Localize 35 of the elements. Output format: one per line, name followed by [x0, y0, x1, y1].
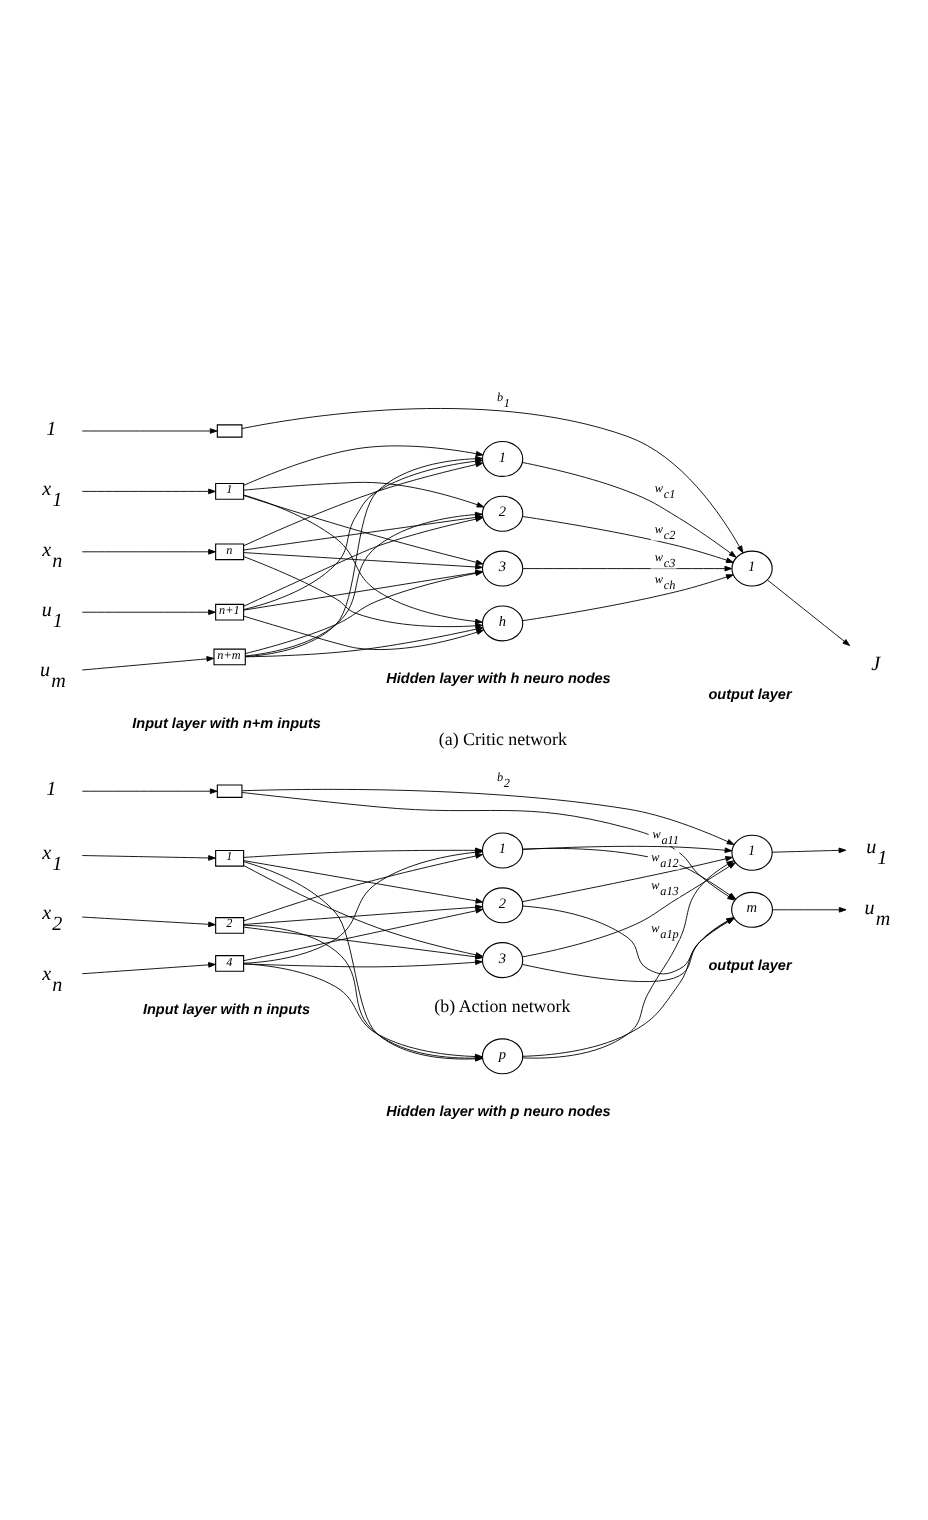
arrow: [771, 846, 847, 853]
arrow: [522, 573, 734, 621]
arrow: [81, 961, 216, 974]
arrow: [243, 568, 484, 610]
arrow: [81, 548, 216, 554]
arrow: [243, 958, 483, 967]
arrow: [243, 852, 483, 921]
arrow: [243, 859, 484, 903]
arrow: [81, 608, 216, 614]
arrow: [245, 625, 484, 657]
arrow: [522, 564, 733, 571]
arrow: [243, 551, 483, 569]
arrow: [241, 407, 744, 553]
node-box: [216, 783, 243, 797]
arrow: [81, 427, 218, 433]
arrow: [81, 487, 216, 494]
arrow: [243, 903, 483, 924]
arrow: [81, 854, 216, 860]
arrow: [522, 461, 737, 557]
arrow: [243, 555, 483, 628]
node-text: 1: [46, 778, 57, 801]
arrow: [522, 904, 735, 974]
arrow: [244, 569, 483, 653]
label: (b) Action network: [434, 995, 571, 1016]
arrow: [81, 915, 216, 927]
arrow: [243, 480, 485, 507]
label: (a) Critic network: [438, 728, 567, 749]
arrow: [772, 906, 847, 912]
node-text: 1: [46, 417, 57, 440]
arrow: [81, 655, 215, 670]
arrow: [81, 787, 218, 793]
arrow: [767, 578, 851, 645]
node-box: [216, 423, 243, 437]
node-text: J: [871, 652, 881, 675]
arrow: [243, 614, 485, 649]
